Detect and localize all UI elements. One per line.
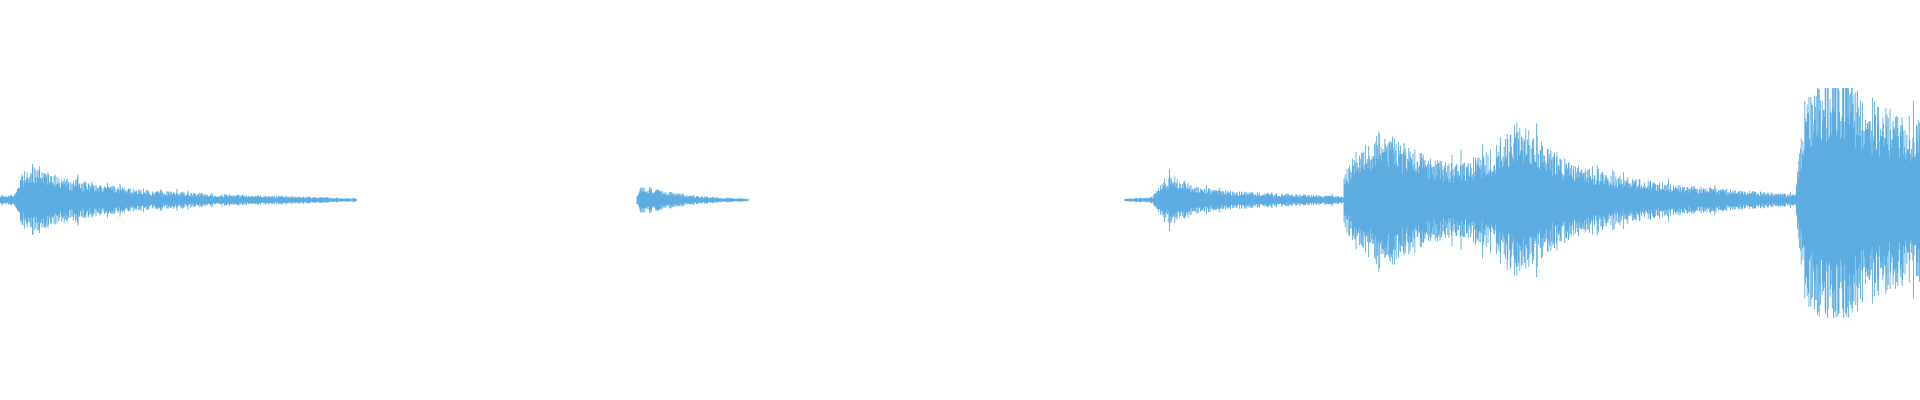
- waveform-samples: [1343, 88, 1920, 318]
- waveform-samples: [0, 163, 357, 235]
- waveform-segment-1: [0, 163, 357, 235]
- waveform-segment-4: [1343, 88, 1920, 318]
- waveform-segment-2: [636, 187, 750, 213]
- waveform-segment-3: [1124, 169, 1345, 231]
